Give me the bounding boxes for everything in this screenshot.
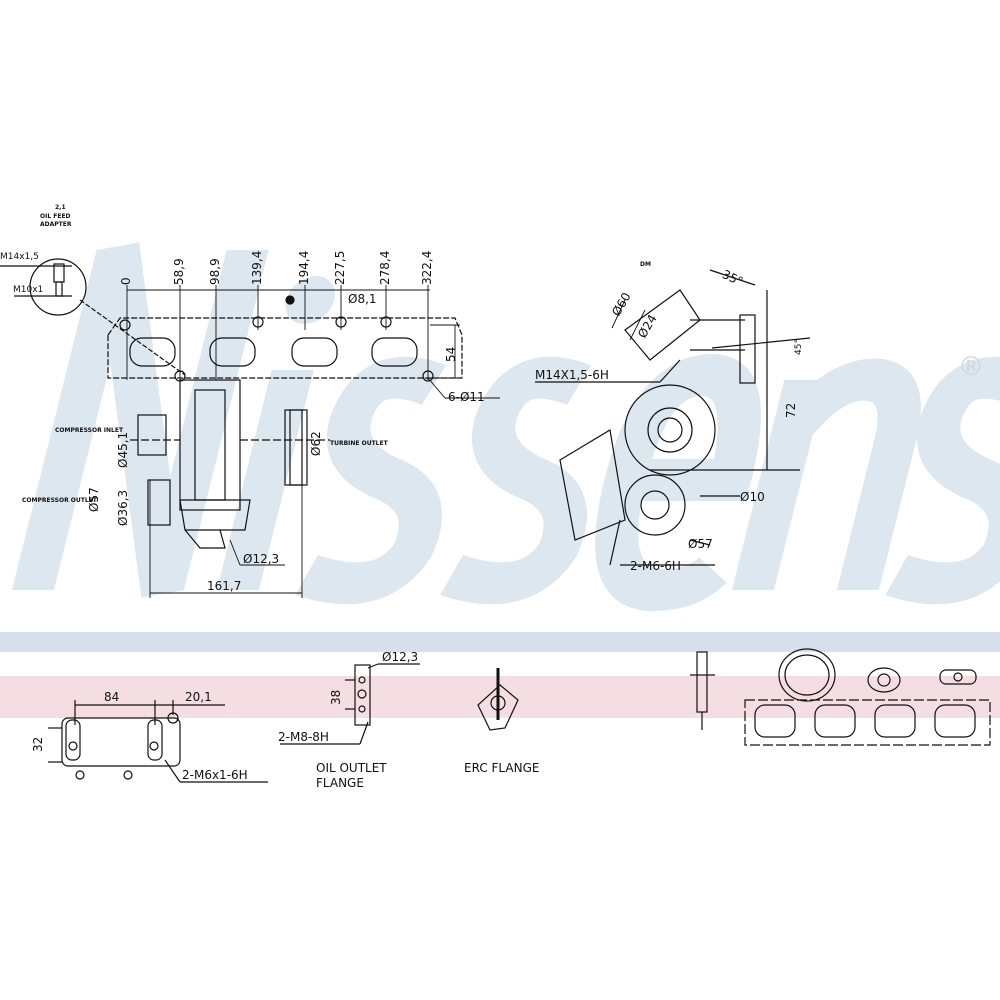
- oil-outlet-threads: 2-M8-8H: [278, 730, 329, 744]
- dim-0: 0: [119, 277, 133, 285]
- d-outlet-inner-label: Ø36,3: [116, 489, 130, 526]
- compressor-outlet-label: COMPRESSOR OUTLET: [22, 497, 97, 504]
- d57-label: Ø57: [688, 537, 713, 551]
- height-54-label: 54: [444, 346, 458, 362]
- oil-outlet-height: 38: [329, 689, 343, 705]
- hole-dia-label: Ø8,1: [348, 292, 377, 306]
- thread-bottom-label: M10x1: [13, 285, 44, 295]
- turbo-side-view: [535, 269, 811, 566]
- d-inlet-label: Ø45,1: [116, 431, 130, 468]
- flange-width-20-1: 20,1: [185, 690, 212, 704]
- oil-feed-label-2: ADAPTER: [40, 221, 72, 228]
- compressor-inlet-label: COMPRESSOR INLET: [55, 427, 124, 434]
- dim-227-5: 227,5: [333, 250, 347, 285]
- egr-flange-drawing: [477, 668, 519, 731]
- dim-58-9: 58,9: [172, 258, 186, 285]
- d-oil-label: Ø12,3: [243, 552, 280, 566]
- length-label: 161,7: [207, 579, 242, 593]
- exhaust-manifold-flange: [107, 295, 463, 382]
- dim-194-4: 194,4: [297, 250, 311, 285]
- turbine-outlet-label: TURBINE OUTLET: [330, 440, 388, 447]
- d10-label: Ø10: [740, 490, 765, 504]
- dim-278-4: 278,4: [378, 250, 392, 285]
- turbo-body: [130, 379, 330, 549]
- top-dimension-lines: [126, 285, 500, 598]
- oil-outlet-diameter: Ø12,3: [382, 650, 419, 664]
- flange-width-84: 84: [104, 690, 120, 704]
- d-turbine-label: Ø62: [309, 431, 323, 456]
- compressor-flange-threads: 2-M6x1-6H: [182, 768, 248, 782]
- compressor-flange-drawing: [48, 700, 268, 783]
- dm-label: DM: [640, 261, 651, 268]
- angle-45-label: 45°: [794, 339, 804, 355]
- watermark-stripe-blue: [0, 632, 1000, 652]
- dim-98-9: 98,9: [208, 258, 222, 285]
- dim-139-4: 139,4: [250, 250, 264, 285]
- thread-m14-label: M14X1,5-6H: [535, 368, 609, 382]
- registered-mark: ®: [958, 352, 984, 382]
- oil-outlet-label-2: FLANGE: [316, 776, 364, 790]
- threads-m6-label: 2-M6-6H: [630, 559, 681, 573]
- oil-outlet-flange-drawing: [280, 663, 420, 745]
- thread-top-label: M14x1,5: [0, 252, 39, 262]
- egr-flange-label: ERC FLANGE: [464, 761, 540, 775]
- gasket-set-drawing: [690, 648, 991, 746]
- d-outlet-outer-label: Ø57: [87, 487, 101, 512]
- dim-322-4: 322,4: [420, 250, 434, 285]
- oil-feed-qty: 2,1: [55, 204, 66, 211]
- oil-feed-label-1: OIL FEED: [40, 213, 71, 220]
- holes-label: 6-Ø11: [448, 390, 485, 404]
- dim-72-label: 72: [784, 402, 798, 418]
- flange-height-32: 32: [31, 736, 45, 752]
- oil-outlet-label-1: OIL OUTLET: [316, 761, 387, 775]
- oil-feed-adapter-detail: [0, 258, 186, 376]
